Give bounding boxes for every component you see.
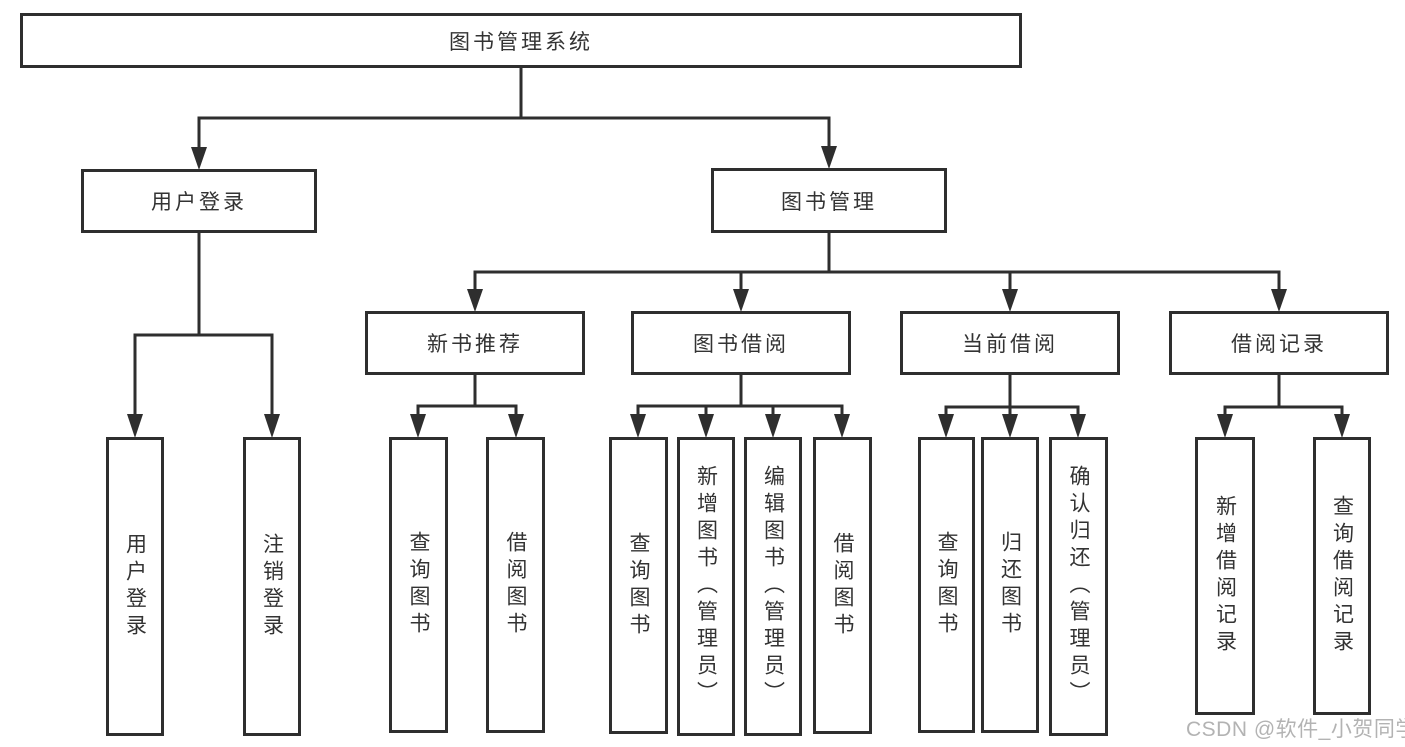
leaf-borrow-books-recommend: 借阅图书 xyxy=(486,437,545,733)
connector-root-branch xyxy=(197,66,831,149)
leaf-edit-books-admin: 编辑图书（管理员） xyxy=(744,437,802,736)
node-book-management-label: 图书管理 xyxy=(781,190,877,214)
connector-book-borrow-branch xyxy=(636,373,844,417)
leaf-logout: 注销登录 xyxy=(243,437,301,736)
leaf-confirm-return-admin-label: 确认归还（管理员） xyxy=(1067,465,1091,708)
leaf-query-books-recommend-label: 查询图书 xyxy=(407,531,431,639)
arrowheads-root-branch xyxy=(191,146,837,170)
arrowheads-new-book-branch xyxy=(410,414,524,438)
leaf-user-login: 用户登录 xyxy=(106,437,164,736)
arrowheads-borrow-records-branch xyxy=(1217,414,1350,438)
node-book-management: 图书管理 xyxy=(711,168,947,233)
leaf-query-borrow-record: 查询借阅记录 xyxy=(1313,437,1371,715)
leaf-return-books: 归还图书 xyxy=(981,437,1039,733)
leaf-query-books-borrow-label: 查询图书 xyxy=(627,531,651,640)
node-book-borrow-label: 图书借阅 xyxy=(693,333,789,356)
node-root-system-label: 图书管理系统 xyxy=(449,30,593,54)
leaf-edit-books-admin-label: 编辑图书（管理员） xyxy=(761,465,785,708)
arrowheads-current-borrow-branch xyxy=(938,414,1086,438)
connector-new-book-branch xyxy=(416,373,518,417)
node-new-book-recommend-label: 新书推荐 xyxy=(427,333,523,356)
leaf-add-borrow-record: 新增借阅记录 xyxy=(1195,437,1255,715)
leaf-add-books-admin: 新增图书（管理员） xyxy=(677,437,735,736)
leaf-logout-label: 注销登录 xyxy=(260,532,284,641)
leaf-query-borrow-record-label: 查询借阅记录 xyxy=(1330,495,1354,657)
node-root-system: 图书管理系统 xyxy=(20,13,1022,68)
leaf-borrow-books-borrow-label: 借阅图书 xyxy=(831,531,855,640)
node-book-borrow: 图书借阅 xyxy=(631,311,851,375)
node-user-login-label: 用户登录 xyxy=(151,191,247,214)
leaf-borrow-books-borrow: 借阅图书 xyxy=(813,437,872,734)
connector-book-management-branch xyxy=(473,231,1281,292)
leaf-user-login-label: 用户登录 xyxy=(123,532,147,641)
leaf-add-borrow-record-label: 新增借阅记录 xyxy=(1213,495,1237,657)
arrowheads-user-login-branch xyxy=(127,414,280,438)
node-current-borrow-label: 当前借阅 xyxy=(962,333,1058,356)
connector-borrow-records-branch xyxy=(1223,373,1344,417)
leaf-query-books-current: 查询图书 xyxy=(918,437,975,733)
leaf-query-books-recommend: 查询图书 xyxy=(389,437,448,733)
leaf-query-books-current-label: 查询图书 xyxy=(935,531,959,639)
leaf-borrow-books-recommend-label: 借阅图书 xyxy=(504,531,528,639)
node-borrow-records-label: 借阅记录 xyxy=(1231,333,1327,356)
node-new-book-recommend: 新书推荐 xyxy=(365,311,585,375)
arrowheads-book-borrow-branch xyxy=(630,414,850,438)
leaf-return-books-label: 归还图书 xyxy=(998,531,1022,639)
node-current-borrow: 当前借阅 xyxy=(900,311,1120,375)
node-borrow-records: 借阅记录 xyxy=(1169,311,1389,375)
leaf-confirm-return-admin: 确认归还（管理员） xyxy=(1049,437,1108,736)
arrowheads-book-management-branch xyxy=(467,289,1287,312)
node-user-login: 用户登录 xyxy=(81,169,317,233)
leaf-query-books-borrow: 查询图书 xyxy=(609,437,668,734)
leaf-add-books-admin-label: 新增图书（管理员） xyxy=(694,465,718,708)
csdn-watermark: CSDN @软件_小贺同学 xyxy=(1186,718,1405,741)
connector-user-login-branch xyxy=(133,231,274,417)
connector-current-borrow-branch xyxy=(944,373,1080,417)
